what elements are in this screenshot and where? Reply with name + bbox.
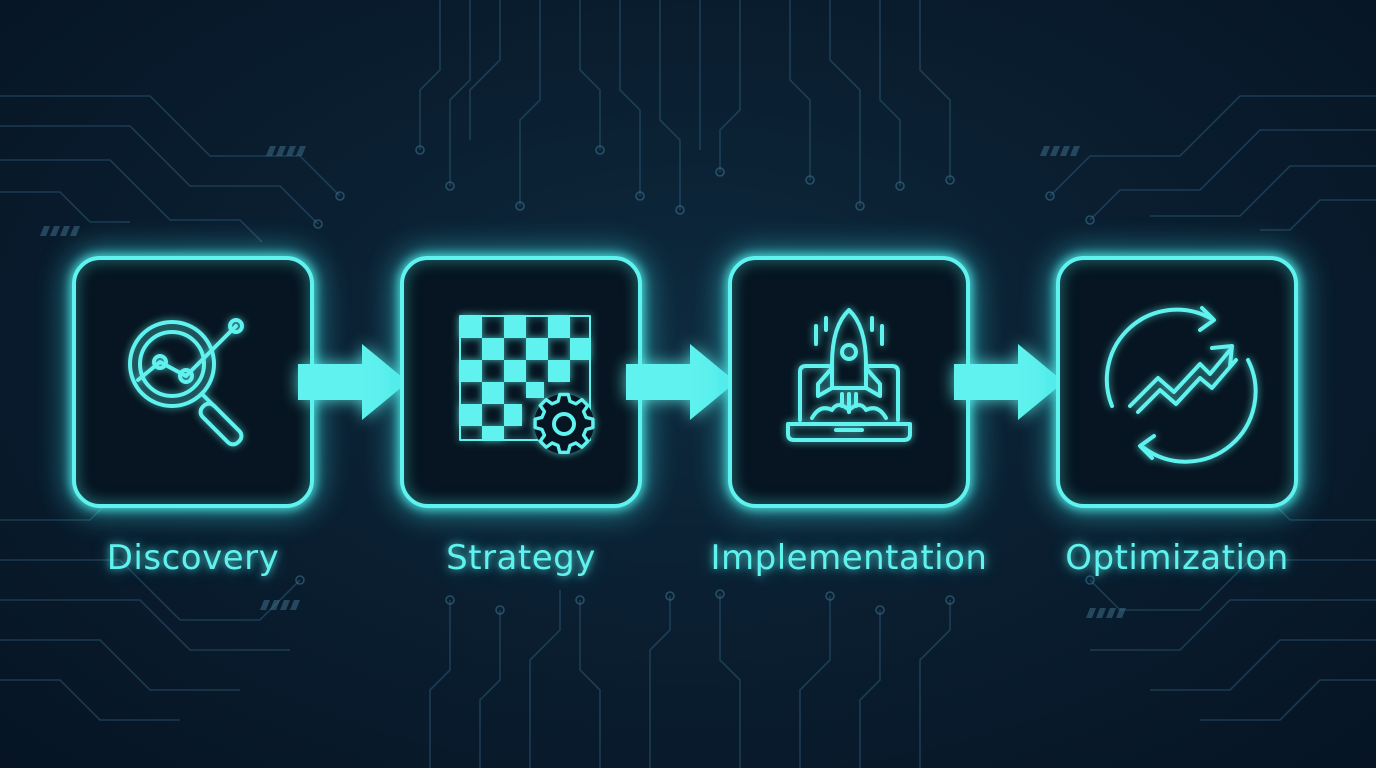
step-box-optimization [1056,256,1298,508]
step-label-discovery: Discovery [106,538,280,578]
arrow-1-to-2 [298,344,408,420]
laptop-rocket-icon [786,308,912,442]
step-label-optimization: Optimization [1065,538,1289,578]
arrow-3-to-4 [954,344,1064,420]
magnifier-chart-icon [128,318,244,447]
cycle-growth-arrow-icon [1104,306,1258,464]
step-label-implementation: Implementation [710,538,988,578]
step-box-discovery [72,256,314,508]
step-label-strategy: Strategy [446,538,596,578]
step-box-implementation [728,256,970,508]
arrow-2-to-3 [626,344,736,420]
checkerboard-gear-icon [459,315,595,455]
step-box-strategy [400,256,642,508]
